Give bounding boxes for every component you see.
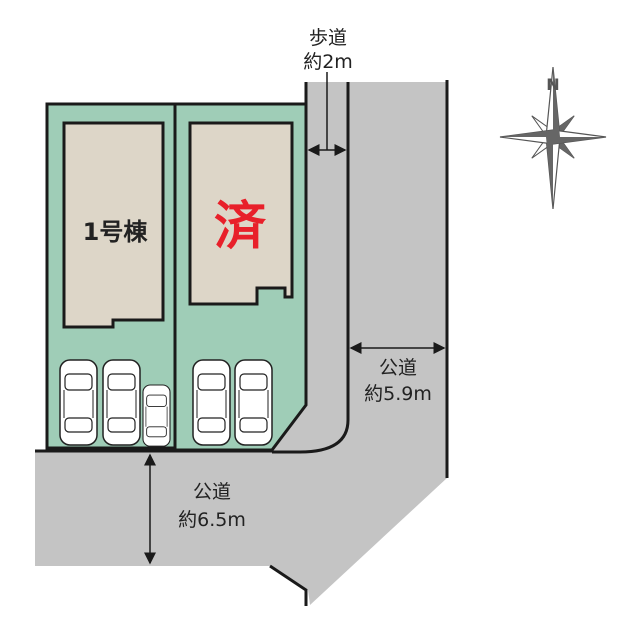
south-road-name: 公道 [193, 481, 231, 503]
building-2 [188, 121, 294, 306]
sidewalk-edge [272, 82, 350, 454]
south-road [35, 82, 447, 605]
car-icon [59, 359, 98, 446]
sidewalk-name: 歩道 [309, 27, 347, 49]
compass-rose-icon [499, 66, 607, 210]
building-1-label: 1号棟 [83, 218, 149, 246]
sidewalk [272, 82, 348, 452]
east-road-width: 約5.9m [364, 383, 432, 405]
road-edge-south [269, 564, 308, 606]
car-icon [102, 359, 141, 446]
sidewalk-width: 約2m [303, 51, 353, 73]
east-road-name: 公道 [379, 357, 417, 379]
car-icon [234, 359, 273, 446]
south-road-width: 約6.5m [178, 509, 246, 531]
north-label: N [546, 75, 559, 94]
sold-mark: 済 [214, 197, 267, 257]
car-icon [192, 359, 231, 446]
building-1 [62, 121, 165, 329]
small-car-icon [142, 384, 171, 447]
